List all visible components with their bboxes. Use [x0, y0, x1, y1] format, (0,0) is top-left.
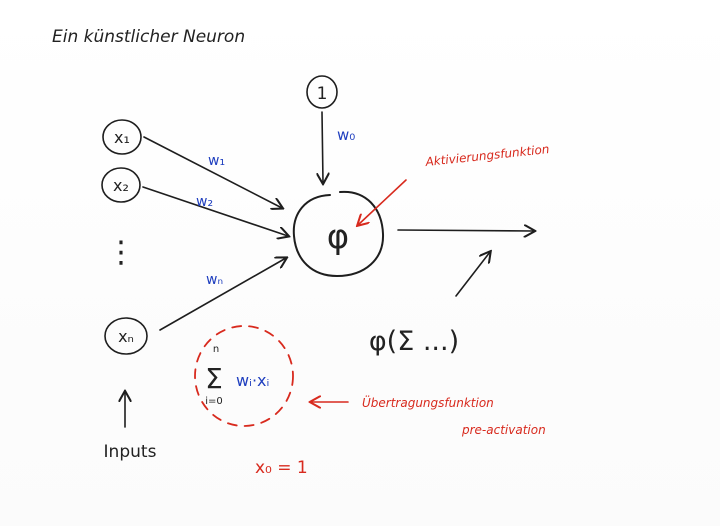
weight-label-wn: wₙ — [206, 272, 223, 288]
bias-arrow — [322, 111, 323, 183]
input-ellipsis: ⋮ — [106, 235, 136, 270]
inputs-label: Inputs — [104, 442, 157, 462]
weight-label-w1: w₁ — [208, 153, 225, 169]
neuron-symbol: φ — [327, 217, 349, 257]
summation-dashed-circle — [194, 325, 294, 427]
input-node-xn-circle — [104, 317, 148, 355]
x0-note: x₀ = 1 — [255, 458, 308, 478]
sum-term: wᵢ·xᵢ — [236, 371, 269, 390]
neuron-circle — [292, 190, 385, 278]
input-node-x1: x₁ — [102, 119, 142, 155]
sum-lower-limit: i=0 — [205, 396, 223, 407]
arrow-xn-to-neuron — [159, 258, 286, 331]
input-node-x2-circle — [101, 167, 141, 203]
arrow-x2-to-neuron — [142, 186, 288, 236]
input-node-xn-label: xₙ — [118, 327, 134, 346]
input-node-x2: x₂ — [101, 167, 141, 203]
sum-upper-limit: n — [213, 344, 219, 355]
arrow-x1-to-neuron — [143, 136, 282, 208]
bias-weight-label: w₀ — [337, 126, 355, 144]
input-node-x2-label: x₂ — [113, 176, 129, 195]
weight-label-w2: w₂ — [196, 194, 213, 210]
input-node-x1-label: x₁ — [114, 128, 130, 147]
input-node-xn: xₙ — [104, 317, 148, 355]
transfer-function-label: Übertragungsfunktion — [362, 394, 494, 410]
bias-node-circle — [306, 75, 338, 109]
activation-arrow — [358, 179, 407, 225]
activation-function-label: Aktivierungsfunktion — [424, 142, 550, 169]
output-formula-arrow — [455, 252, 490, 297]
bias-node-label: 1 — [317, 84, 328, 104]
output-formula: φ(Σ ...) — [369, 326, 459, 357]
output-arrow — [397, 230, 534, 231]
diagram-title: Ein künstlicher Neuron — [52, 27, 245, 47]
bias-node: 1 — [306, 75, 338, 109]
sum-sigma: Σ — [205, 362, 223, 395]
neuron-node: φ — [292, 190, 385, 278]
preactivation-label: pre-activation — [461, 423, 546, 437]
input-node-x1-circle — [102, 119, 142, 155]
